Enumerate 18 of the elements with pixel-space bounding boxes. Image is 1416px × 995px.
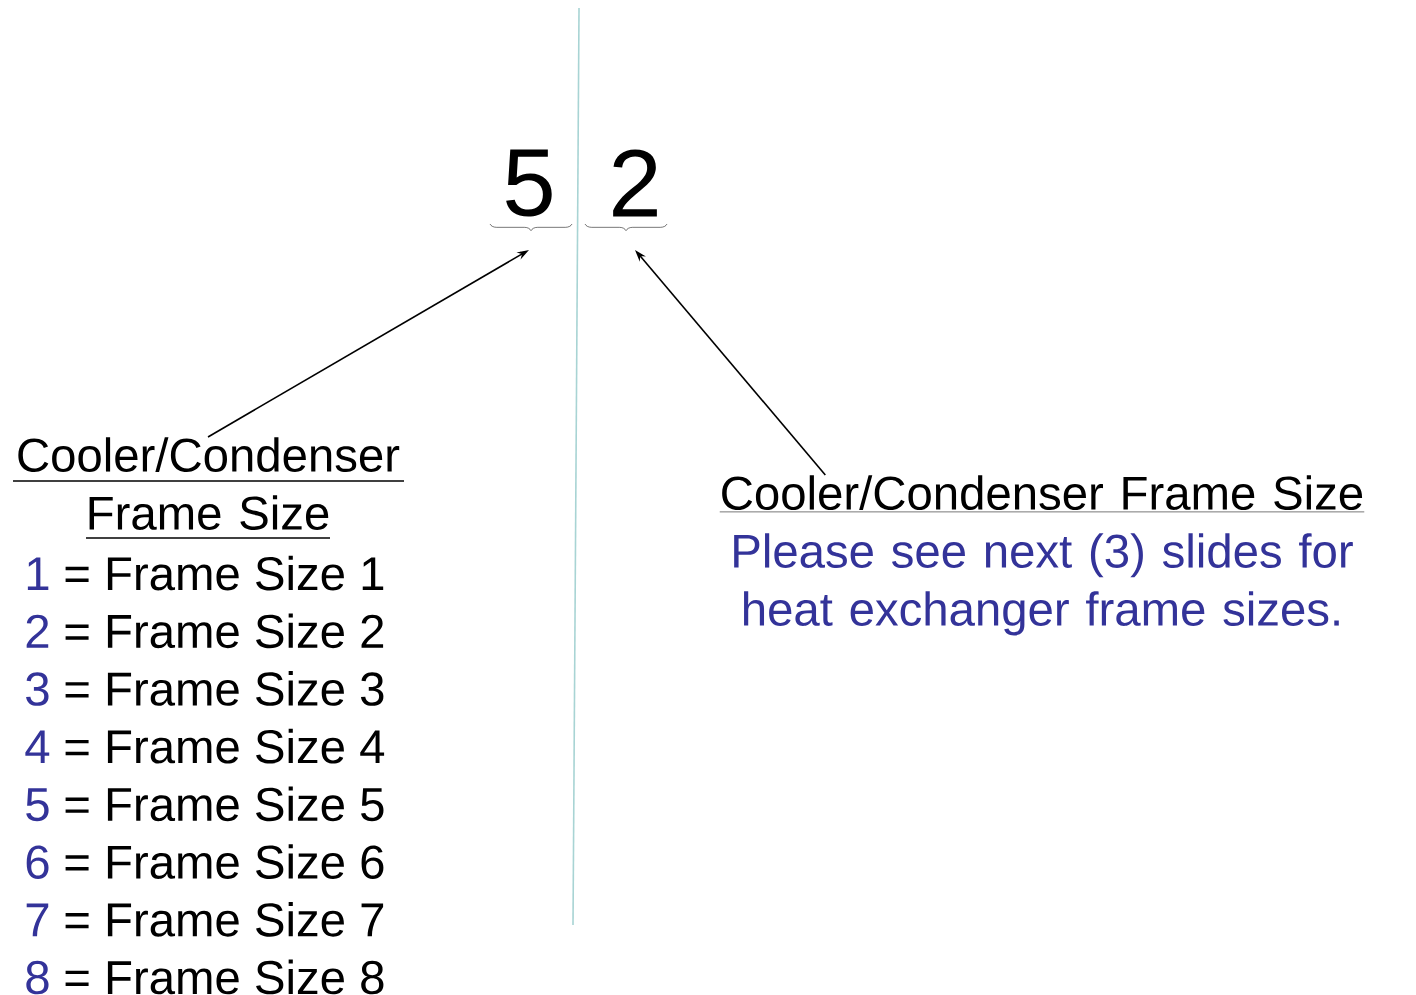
- list-number: 4: [25, 730, 50, 764]
- list-number: 2: [26, 614, 49, 648]
- list-item: = Frame Size 3: [65, 671, 384, 706]
- list-number: 7: [26, 903, 49, 937]
- code-digit: 5: [506, 149, 552, 217]
- list-number: 5: [26, 788, 49, 822]
- list-item: = Frame Size 5: [65, 786, 384, 822]
- list-item: = Frame Size 4: [65, 728, 385, 764]
- list-item: = Frame Size 6: [65, 844, 384, 879]
- code-digit: 2: [613, 149, 657, 217]
- list-number: 6: [26, 845, 49, 879]
- heading: Cooler/Condenser Frame Size: [12, 437, 405, 539]
- list-number: 8: [26, 960, 49, 995]
- description-text: Cooler/Condenser Frame Size Please see next (3) slides for heat exchanger frame sizes.: [719, 475, 1365, 636]
- list-item: = Frame Size 7: [65, 901, 384, 937]
- list-item: = Frame Size 8: [65, 959, 384, 995]
- list-item: = Frame Size 2: [65, 613, 384, 649]
- list-number: 3: [26, 672, 49, 706]
